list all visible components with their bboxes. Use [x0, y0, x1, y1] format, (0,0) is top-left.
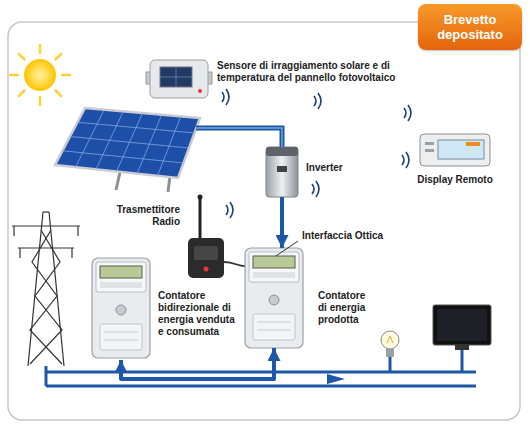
sun-icon — [39, 45, 42, 53]
remote-display — [420, 134, 490, 166]
panel-wire — [196, 128, 282, 147]
radio-transmitter — [204, 267, 209, 272]
solar-panel — [55, 108, 200, 192]
wireless-signal — [222, 89, 229, 105]
meter-device — [92, 258, 150, 358]
radio-transmitter — [188, 238, 224, 278]
power-pylon — [43, 211, 49, 212]
power-pylon — [30, 230, 62, 364]
meter-device — [245, 248, 303, 348]
sun-icon — [19, 91, 25, 97]
remote-display — [438, 140, 484, 159]
remote-display: Display Remoto — [420, 134, 490, 166]
sensor-device — [150, 60, 208, 98]
television — [433, 305, 491, 350]
power-connector — [121, 348, 274, 379]
optical-leader — [276, 241, 298, 256]
bidirectional-meter: Contatore bidirezionale di energia vendu… — [92, 258, 150, 360]
light-bulb — [381, 331, 399, 357]
radio-transmitter — [188, 195, 250, 279]
radio-transmitter — [199, 197, 202, 238]
device-label: Contatore di energia prodotta — [318, 290, 372, 326]
television — [437, 309, 487, 341]
bus-wire — [390, 350, 462, 372]
meter-device — [92, 248, 303, 358]
sun-icon — [10, 45, 70, 105]
panel-wire — [196, 128, 282, 147]
wireless-signal — [314, 93, 321, 109]
panel-wire — [196, 128, 282, 147]
sensor-device — [160, 77, 192, 78]
solar-panel — [158, 116, 181, 176]
sun-icon — [56, 54, 62, 60]
power-pylon — [77, 226, 78, 236]
sun-icon — [19, 54, 25, 60]
remote-display — [420, 134, 490, 166]
solar-panel — [55, 108, 200, 178]
light-bulb — [387, 336, 393, 343]
solar-panel — [63, 110, 195, 176]
power-pylon — [13, 226, 14, 236]
radio-transmitter — [198, 195, 203, 200]
inverter-device: Inverter — [266, 147, 298, 197]
television — [455, 345, 469, 350]
frame — [8, 22, 520, 420]
sensor-device — [198, 89, 202, 93]
device-label: Contatore bidirezionale di energia vendu… — [158, 290, 238, 338]
sensor-device — [146, 60, 212, 98]
part-label: Interfaccia Ottica — [302, 230, 383, 242]
inverter-device — [266, 147, 298, 156]
solar-panel — [137, 115, 162, 174]
radio-transmitter — [194, 246, 218, 260]
inverter-device — [277, 166, 287, 172]
badge-text: Brevetto depositato — [430, 12, 510, 42]
sun-icon — [62, 74, 70, 77]
bus-wire — [327, 374, 345, 384]
television — [433, 305, 491, 345]
optical-leader — [276, 241, 298, 256]
sun-icon — [56, 91, 62, 97]
power-pylon — [12, 225, 80, 226]
power-pylon — [30, 230, 62, 364]
solar-panel — [116, 172, 120, 190]
remote-display — [425, 149, 434, 152]
power-pylon — [12, 212, 80, 366]
wireless-signal — [312, 181, 319, 197]
light-bulb — [386, 349, 394, 357]
power-pylon — [19, 248, 20, 258]
device-label: Inverter — [306, 162, 366, 174]
wireless-signal — [402, 152, 409, 168]
device-label: Sensore di irraggiamento solare e di tem… — [217, 60, 422, 84]
sun-icon — [10, 74, 18, 77]
sun-icon — [24, 59, 56, 91]
power-pylon — [71, 248, 72, 258]
sun-icon — [10, 45, 70, 105]
production-meter: Contatore di energia prodotta — [245, 248, 303, 348]
power-pylon — [18, 247, 74, 248]
remote-display — [425, 142, 434, 145]
device-label: Trasmettitore Radio — [100, 204, 180, 228]
wireless-signal — [226, 202, 233, 218]
bus-wire — [45, 366, 48, 386]
patent-badge: Brevetto depositato — [418, 4, 522, 50]
inverter-device — [266, 147, 298, 197]
radio-transmitter: Trasmettitore Radio — [188, 238, 224, 278]
power-connector — [280, 197, 284, 248]
sun-icon — [39, 97, 42, 105]
sensor-device: Sensore di irraggiamento solare e di tem… — [150, 60, 208, 98]
device-label: Display Remoto — [410, 174, 500, 186]
light-bulb — [381, 331, 399, 349]
solar-panel — [168, 176, 170, 192]
wireless-signal — [404, 105, 411, 121]
wireless-signal — [222, 89, 411, 218]
inverter-device — [266, 147, 298, 197]
solar-panel — [96, 111, 123, 169]
solar-panel — [76, 110, 105, 168]
remote-display — [466, 142, 480, 146]
solar-panel — [117, 113, 143, 172]
sensor-device — [160, 67, 192, 87]
frame — [8, 22, 520, 420]
